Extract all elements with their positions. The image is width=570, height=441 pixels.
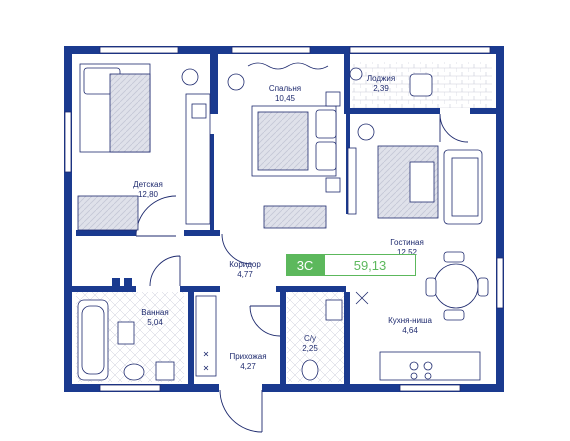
room-name: Прихожая [229, 352, 267, 361]
room-name: Детская [133, 180, 163, 189]
childrens-room-furniture [77, 63, 211, 231]
wc-fixtures [301, 299, 343, 381]
room-label-living: Гостиная 12,52 [372, 238, 442, 258]
room-label-loggia: Лоджия 2,39 [356, 74, 406, 94]
room-area: 12,52 [396, 248, 418, 257]
structural-blocks [112, 278, 132, 286]
bedroom-furniture [227, 62, 341, 229]
room-area: 12,80 [137, 190, 159, 199]
room-name: Кухня-ниша [388, 316, 432, 325]
room-label-childrens: Детская 12,80 [118, 180, 178, 200]
room-area: 2,39 [373, 84, 389, 93]
apartment-type: 3С [286, 254, 324, 276]
living-room-furniture [347, 123, 489, 321]
room-name: Коридор [229, 260, 261, 269]
loggia-furniture [349, 67, 433, 97]
room-name: Ванная [141, 308, 169, 317]
room-label-hallway: Прихожая 4,27 [218, 352, 278, 372]
room-area: 10,45 [274, 94, 296, 103]
room-area: 4,77 [237, 270, 253, 279]
kitchen-counter [355, 291, 481, 381]
room-label-kitchen: Кухня-ниша 4,64 [370, 316, 450, 336]
apartment-area: 59,13 [324, 254, 416, 276]
room-label-wc: С/у 2,25 [290, 334, 330, 354]
room-name: Спальня [268, 84, 302, 93]
room-area: 5,04 [147, 318, 163, 327]
room-area: 4,64 [402, 326, 418, 335]
room-name: Гостиная [390, 238, 424, 247]
room-label-bedroom: Спальня 10,45 [255, 84, 315, 104]
doors [135, 113, 469, 433]
apartment-badge: 3С 59,13 [286, 254, 416, 276]
windows [64, 46, 504, 392]
room-label-bathroom: Ванная 5,04 [130, 308, 180, 328]
room-label-corridor: Коридор 4,77 [215, 260, 275, 280]
room-area: 4,27 [240, 362, 256, 371]
bathroom-fixtures [77, 295, 217, 381]
room-name: С/у [304, 334, 316, 343]
room-name: Лоджия [366, 74, 396, 83]
room-area: 2,25 [302, 344, 318, 353]
